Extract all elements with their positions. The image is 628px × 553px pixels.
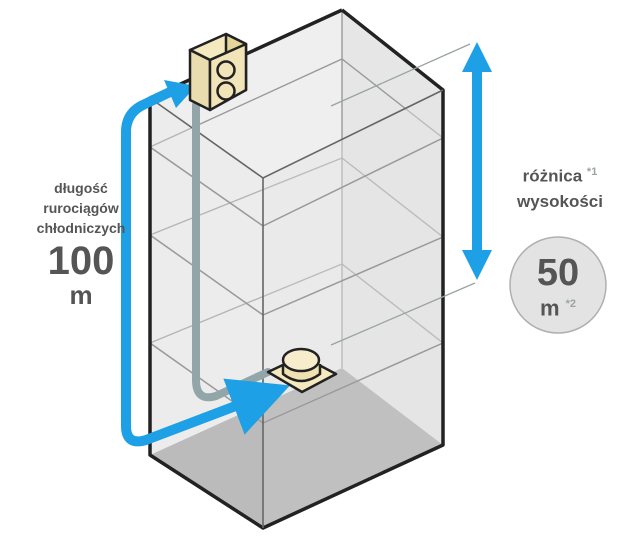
building-side-face bbox=[263, 90, 443, 528]
arrow-icon bbox=[462, 250, 492, 280]
footnote-marker: *1 bbox=[586, 166, 598, 178]
outdoor-unit-icon bbox=[188, 32, 248, 112]
pipe-length-unit: m bbox=[69, 280, 93, 310]
pipe-length-label-line: rurociągów bbox=[43, 200, 119, 216]
height-difference-label-line: wysokości bbox=[517, 191, 603, 211]
height-difference-label-line: różnica *1 bbox=[495, 160, 625, 189]
pipe-length-label: długość rurociągów chłodniczych bbox=[22, 178, 140, 238]
pipe-length-label-line: długość bbox=[54, 180, 108, 196]
pipe-length-arrow bbox=[121, 87, 291, 447]
arrow-icon bbox=[164, 80, 196, 108]
height-value-circle bbox=[509, 236, 607, 334]
height-difference-arrow bbox=[462, 42, 492, 280]
height-difference-label-text: różnica bbox=[522, 166, 583, 186]
indoor-unit-icon bbox=[266, 347, 338, 394]
refrigerant-pipe bbox=[192, 101, 272, 402]
height-difference-label: różnica *1 wysokości bbox=[495, 160, 625, 214]
height-difference-value: 50 bbox=[536, 252, 580, 294]
footnote-marker: *2 bbox=[565, 298, 577, 310]
leader-lines bbox=[330, 43, 476, 346]
height-difference-unit-line: m *2 bbox=[508, 292, 608, 320]
building-floor bbox=[150, 368, 443, 528]
arrow-icon bbox=[462, 42, 492, 72]
pipe-length-value: 100 bbox=[47, 239, 115, 283]
height-difference-unit: m bbox=[539, 295, 560, 321]
pipe-length-label-line: chłodniczych bbox=[36, 220, 126, 236]
